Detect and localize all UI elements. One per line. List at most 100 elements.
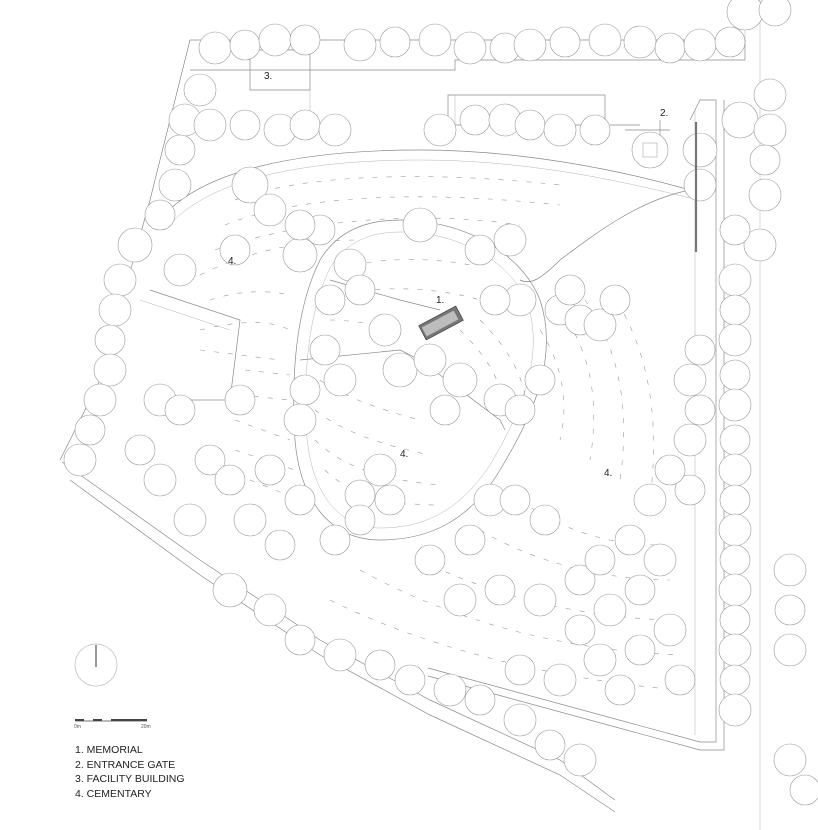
tree-canopy-circle [143, 463, 177, 497]
tree-canopy-circle [653, 613, 687, 647]
label-facility-building: 3. [264, 71, 272, 82]
tree-canopy-circle [513, 28, 547, 62]
tree-canopy-circle [443, 583, 477, 617]
tree-canopy-circle [593, 593, 627, 627]
tree-canopy-circle [564, 564, 596, 596]
tree-canopy-circle [363, 453, 397, 487]
tree-canopy-circle [774, 594, 806, 626]
tree-canopy-circle [726, 0, 764, 31]
tree-canopy-circle [144, 199, 176, 231]
tree-canopy-circle [224, 384, 256, 416]
tree-canopy-circle [314, 284, 346, 316]
tree-canopy-circle [633, 483, 667, 517]
tree-canopy-circle [624, 574, 656, 606]
tree-canopy-circle [368, 313, 402, 347]
tree-canopy-circle [623, 25, 657, 59]
tree-canopy-circle [323, 638, 357, 672]
tree-canopy-circle [719, 484, 751, 516]
tree-canopy-circle [319, 524, 351, 556]
tree-canopy-circle [229, 109, 261, 141]
tree-canopy-circle [718, 323, 752, 357]
tree-canopy-circle [309, 334, 341, 366]
tree-canopy-circle [719, 294, 751, 326]
tree-canopy-circle [664, 664, 696, 696]
tree-canopy-circle [264, 529, 296, 561]
label-cemetery-center: 4. [400, 449, 408, 460]
tree-canopy [63, 0, 818, 806]
tree-canopy-circle [413, 343, 447, 377]
tree-canopy-circle [503, 703, 537, 737]
tree-canopy-circle [343, 28, 377, 62]
tree-canopy-circle [484, 574, 516, 606]
tree-canopy-circle [98, 293, 132, 327]
tree-canopy-circle [718, 513, 752, 547]
label-cemetery-right: 4. [604, 468, 612, 479]
tree-canopy-circle [719, 664, 751, 696]
tree-canopy-circle [773, 633, 807, 667]
tree-canopy-circle [323, 363, 357, 397]
tree-canopy-circle [719, 214, 751, 246]
tree-canopy-circle [493, 223, 527, 257]
tree-canopy-circle [164, 134, 196, 166]
tree-canopy-circle [599, 284, 631, 316]
scale-end-label: 20m [141, 724, 151, 730]
label-memorial: 1. [436, 295, 444, 306]
tree-canopy-circle [94, 324, 126, 356]
tree-canopy-circle [789, 774, 818, 806]
entrance-gate [642, 122, 698, 252]
tree-canopy-circle [719, 424, 751, 456]
tree-canopy-circle [753, 78, 787, 112]
tree-canopy-circle [549, 26, 581, 58]
north-arrow [74, 643, 118, 687]
tree-canopy-circle [194, 444, 226, 476]
tree-canopy-circle [718, 693, 752, 727]
tree-canopy-circle [604, 674, 636, 706]
legend-item-entrance-gate: 2. ENTRANCE GATE [75, 758, 176, 771]
tree-canopy-circle [718, 573, 752, 607]
tree-canopy-circle [253, 593, 287, 627]
tree-canopy-circle [283, 403, 317, 437]
tree-canopy-circle [382, 352, 418, 388]
tree-canopy-circle [289, 109, 321, 141]
tree-canopy-circle [229, 29, 261, 61]
tree-canopy-circle [453, 31, 487, 65]
tree-canopy-circle [721, 101, 759, 139]
tree-canopy-circle [674, 474, 706, 506]
tree-canopy-circle [718, 633, 752, 667]
tree-canopy-circle [684, 334, 716, 366]
tree-canopy-circle [753, 113, 787, 147]
tree-canopy-circle [529, 504, 561, 536]
tree-canopy-circle [379, 26, 411, 58]
tree-canopy-circle [643, 543, 677, 577]
tree-canopy-circle [63, 443, 97, 477]
tree-canopy-circle [654, 32, 686, 64]
tree-canopy-circle [749, 144, 781, 176]
tree-canopy-circle [504, 394, 536, 426]
tree-canopy-circle [289, 374, 321, 406]
tree-canopy-circle [773, 553, 807, 587]
path-network [139, 120, 691, 541]
tree-canopy-circle [233, 503, 267, 537]
tree-canopy-circle [514, 109, 546, 141]
tree-canopy-circle [718, 453, 752, 487]
tree-canopy-circle [504, 654, 536, 686]
tree-canopy-circle [758, 0, 792, 27]
tree-canopy-circle [454, 524, 486, 556]
tree-canopy-circle [164, 394, 196, 426]
tree-canopy-circle [253, 193, 287, 227]
tree-canopy-circle [743, 228, 777, 262]
tree-canopy-circle [624, 634, 656, 666]
tree-canopy-circle [289, 24, 321, 56]
tree-canopy-circle [718, 388, 752, 422]
tree-canopy-circle [524, 364, 556, 396]
tree-canopy-circle [83, 383, 117, 417]
tree-canopy-circle [564, 614, 596, 646]
tree-canopy-circle [282, 237, 318, 273]
tree-canopy-circle [254, 454, 286, 486]
tree-canopy-circle [344, 504, 376, 536]
tree-canopy-circle [588, 23, 622, 57]
tree-canopy-circle [719, 359, 751, 391]
tree-canopy-circle [219, 234, 251, 266]
legend-item-cemetery: 4. CEMENTARY [75, 787, 152, 800]
